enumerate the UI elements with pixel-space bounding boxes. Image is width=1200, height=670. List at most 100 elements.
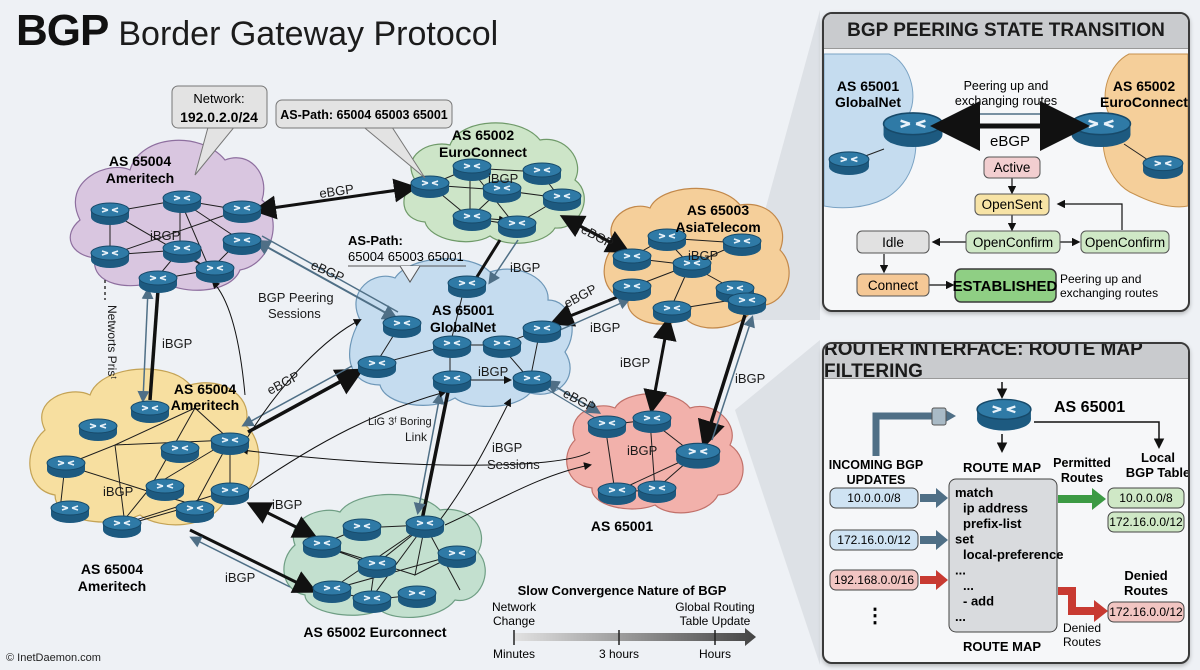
route-map-line: ... [963, 578, 974, 593]
label-networks-prist: Networts Prisᵗ [105, 305, 119, 379]
state-idle-label: Idle [882, 235, 904, 250]
label-ibgp: iBGP [510, 260, 540, 275]
route-map-line: - add [963, 594, 994, 609]
interface-icon [931, 407, 947, 426]
label-ibgp: iBGP [162, 336, 192, 351]
route-map-line: ip address [963, 501, 1028, 516]
route-map-panel-title: ROUTER INTERFACE: ROUTE MAP FILTERING [824, 344, 1188, 382]
incoming-route-text: 172.16.0.0/12 [837, 533, 911, 547]
inter-as-links [104, 178, 755, 593]
local-route-text: 10.0.0.0/8 [1119, 491, 1173, 505]
label-peering-sessions: BGP Peering [258, 290, 334, 305]
state-openconfirm-a [965, 230, 1061, 254]
network-callout: Network: 192.0.2.0/24 [171, 85, 268, 176]
cloud-as65001-red-as: AS 65001 [591, 518, 653, 534]
permitted-label: Permitted [1053, 456, 1111, 470]
cloud-ameritech-top-name: Ameritech [106, 170, 174, 186]
incoming-route-text: 192.168.0.0/16 [834, 573, 914, 587]
convergence-end-label: Global Routing [675, 600, 754, 614]
incoming-route [829, 529, 919, 551]
local-route [1107, 511, 1185, 533]
state-active [983, 156, 1041, 179]
peering-panel-title: BGP PEERING STATE TRANSITION [824, 14, 1188, 49]
denied-head: Denied [1124, 568, 1167, 583]
route-map-line: prefix-list [963, 516, 1022, 531]
left-as-name: GlobalNet [835, 94, 901, 110]
incoming-route [829, 487, 919, 509]
label-ibgp: iBGP [627, 443, 657, 458]
title-abbr: BGP [16, 6, 109, 55]
ebgp-label: eBGP [990, 133, 1030, 150]
incoming-route-text: 10.0.0.0/8 [847, 491, 901, 505]
cloud-ameritech-bottom-name: Ameritech [78, 578, 146, 594]
denied-head: Routes [1124, 583, 1168, 598]
state-connect [856, 273, 930, 297]
permitted-label: Routes [1061, 471, 1103, 485]
state-established-label: ESTABLISHED [953, 278, 1058, 295]
convergence-tick: 3 hours [599, 647, 639, 661]
top-note: exchanging routes [955, 94, 1057, 108]
established-note: Peering up and [1060, 272, 1141, 286]
cloud-euroconnect-bottom-as: AS 65002 Eurconnect [303, 624, 447, 640]
as-path-box-text: AS-Path: 65004 65003 65001 [280, 108, 448, 122]
route-map-panel: ROUTER INTERFACE: ROUTE MAP FILTERING AS… [822, 342, 1190, 664]
zoom-wedge-routemap [735, 340, 820, 665]
cloud-euroconnect-top-name: EuroConnect [439, 144, 527, 160]
route-map-bottom-label: ROUTE MAP [963, 639, 1041, 654]
label-ebgp: eBGP [561, 385, 599, 415]
route-map-line: ... [955, 609, 966, 624]
label-peering-link: Link [405, 430, 428, 444]
as-path-annotation: AS-Path: 65004 65003 65001 [348, 233, 466, 283]
right-as-name: EuroConnect [1100, 94, 1188, 110]
cloud-titles: AS 65004 Ameritech AS 65002 EuroConnect … [78, 127, 761, 640]
router-icon [828, 151, 870, 176]
convergence-arrow [514, 628, 756, 646]
convergence-title: Slow Convergence Nature of BGP [518, 583, 727, 598]
state-established [954, 268, 1057, 303]
convergence-start-label: Network [492, 600, 537, 614]
convergence-timeline: Slow Convergence Nature of BGP Network C… [492, 583, 756, 661]
cloud-asiatelecom-name: AsiaTelecom [675, 219, 760, 235]
as-path-callout: AS-Path: 65004 65003 65001 [275, 99, 453, 179]
page-title: BGP Border Gateway Protocol [16, 6, 498, 55]
state-idle [856, 230, 930, 254]
label-ibgp: iBGP [735, 371, 765, 386]
cloud-asiatelecom-as: AS 65003 [687, 202, 749, 218]
incoming-label: UPDATES [847, 473, 906, 487]
label-ibgp: iBGP [590, 320, 620, 335]
peering-state-panel: BGP PEERING STATE TRANSITION AS 65001 Gl… [822, 12, 1190, 312]
router-icon [975, 398, 1033, 432]
denied-note: Denied [1063, 621, 1101, 635]
label-ibgp-sessions: Sessions [487, 457, 540, 472]
mid-as-name: Ameritech [171, 397, 239, 413]
label-ebgp: eBGP [264, 368, 302, 398]
state-active-label: Active [994, 160, 1031, 175]
router-as: AS 65001 [1054, 399, 1125, 416]
denied-arrow [1058, 587, 1108, 622]
local-route [1107, 487, 1185, 509]
cloud-ameritech-bottom-as: AS 65004 [81, 561, 143, 577]
label-ibgp: iBGP [488, 171, 518, 186]
label-ibgp: iBGP [478, 364, 508, 379]
label-ibgp: iBGP [103, 484, 133, 499]
label-ibgp: iBGP [150, 228, 180, 243]
more-routes: ⋮ [865, 605, 885, 627]
cloud-globalnet [349, 258, 573, 407]
top-note: Peering up and [964, 79, 1049, 93]
router-icon [1070, 111, 1132, 149]
label-ibgp: iBGP [225, 570, 255, 585]
as-path-value: 65004 65003 65001 [348, 249, 464, 264]
label-ibgp: iBGP [688, 248, 718, 263]
as-path-label: AS-Path: [348, 233, 403, 248]
state-opensent-label: OpenSent [982, 197, 1043, 212]
convergence-end-label: Table Update [680, 614, 751, 628]
label-ebgp: eBGP [318, 181, 354, 201]
label-ebgp: eBGP [579, 221, 617, 251]
convergence-tick: Minutes [493, 647, 535, 661]
label-ibgp: iBGP [272, 497, 302, 512]
route-map-line: match [955, 485, 993, 500]
route-map-box [948, 478, 1058, 633]
router-icon [1142, 155, 1184, 180]
state-connect-label: Connect [868, 278, 919, 293]
